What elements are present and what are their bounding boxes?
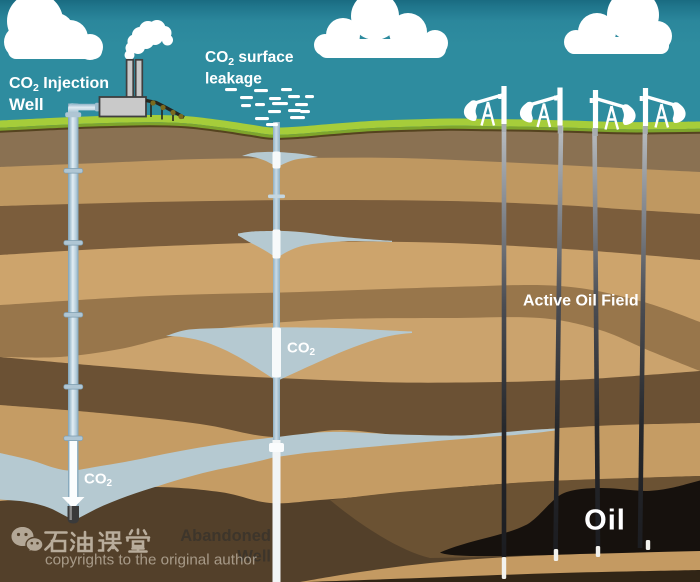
svg-text:Active Oil Field: Active Oil Field xyxy=(523,293,639,310)
svg-text:CO2: CO2 xyxy=(84,471,113,490)
svg-text:Well: Well xyxy=(9,95,44,114)
svg-text:leakage: leakage xyxy=(205,71,262,88)
svg-text:Abandoned: Abandoned xyxy=(180,527,271,545)
svg-text:Oil: Oil xyxy=(584,505,626,537)
svg-text:CO2: CO2 xyxy=(287,340,316,359)
svg-text:copyrights to the original aut: copyrights to the original author xyxy=(45,552,257,569)
svg-text:CO2 surface: CO2 surface xyxy=(205,49,294,68)
svg-text:Well: Well xyxy=(237,548,271,566)
svg-text:CO2 Injection: CO2 Injection xyxy=(9,75,109,94)
